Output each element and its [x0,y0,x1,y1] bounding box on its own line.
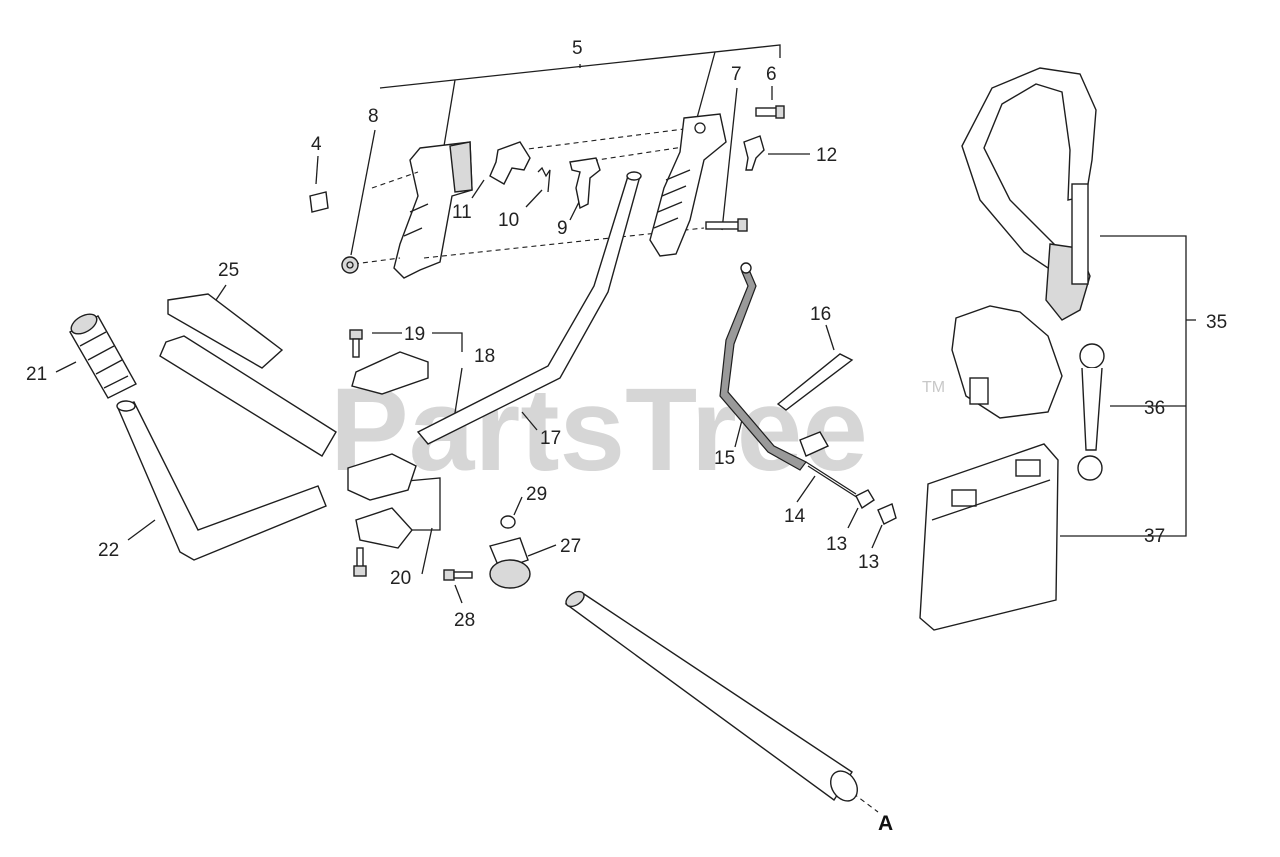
part-label-29: 29 [526,484,547,505]
hip-pad [919,443,1059,631]
clamp-body [347,453,417,501]
screw [755,105,785,119]
part-label-19: 19 [404,324,425,345]
throttle-trigger [569,157,601,210]
long-screw [705,218,748,232]
label-plate [309,191,329,213]
part-label-5: 5 [572,38,583,59]
handle-housing-half [649,113,727,257]
rear-handle-housing [393,141,473,279]
part-label-13-upper: 13 [826,534,847,555]
leader-lines [55,44,1196,813]
part-label-11: 11 [452,202,472,223]
part-label-25: 25 [218,260,239,281]
watermark-trademark: TM [922,379,945,396]
tape-strip [167,293,284,369]
part-label-28: 28 [454,610,475,631]
tube-end [116,400,136,412]
harness [951,67,1097,419]
nut-hole [346,261,354,269]
part-label-17: 17 [540,428,561,449]
part-label-14: 14 [784,506,806,527]
assembly-line [519,127,693,151]
part-label-16: 16 [810,304,831,325]
drive-shaft-tube [564,590,859,802]
stop-switch [743,135,765,171]
lock-nut [877,503,897,525]
part-label-20: 20 [390,568,411,589]
assembly-line [353,257,401,265]
part-label-27: 27 [560,536,581,557]
assembly-line [371,171,419,189]
part-label-35: 35 [1206,312,1227,333]
clamp-bolt [349,329,363,358]
handle-bar-tube [416,171,642,445]
spring [537,166,551,193]
upper-clamp [351,351,429,395]
assembly-line [583,145,691,163]
cable-end [799,431,859,499]
nut [341,256,359,274]
guard-screw [443,569,473,581]
part-label-36: 36 [1144,398,1165,419]
throttle-lock [489,141,531,185]
watermark-text: PartsTree [330,364,868,496]
rubber-grip [69,313,137,399]
part-label-8: 8 [368,106,379,127]
grip-tube-upper [159,335,337,457]
part-label-12: 12 [816,145,837,166]
part-label-37: 37 [1144,526,1165,547]
part-label-18: 18 [474,346,495,367]
carabiner-ring [1077,343,1105,481]
part-label-7: 7 [731,64,742,85]
bent-handle-tube [117,401,327,561]
lower-clamp [355,507,413,549]
part-labels: 5 6 7 8 4 12 11 10 9 25 19 18 16 35 21 3… [26,38,1227,835]
bushing [500,515,516,529]
part-label-9: 9 [557,218,568,239]
part-label-21: 21 [26,364,47,385]
lower-bolt [353,547,367,577]
part-label-22: 22 [98,540,119,561]
part-label-6: 6 [766,64,777,85]
part-label-10: 10 [498,210,519,231]
part-label-4: 4 [311,134,322,155]
part-label-15: 15 [714,448,735,469]
cable-tie [776,353,854,411]
part-label-a: A [878,812,893,835]
adjuster-nut [855,489,875,510]
part-label-13-lower: 13 [858,552,879,573]
guard-clamp [489,537,531,589]
